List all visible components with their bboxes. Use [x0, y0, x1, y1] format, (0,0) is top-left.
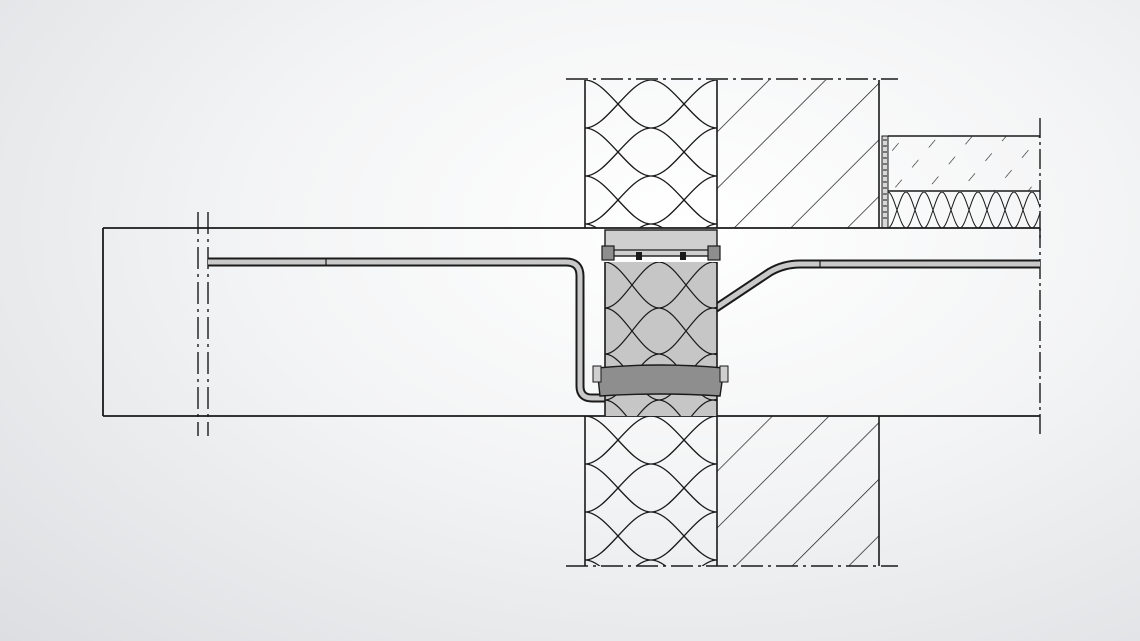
upper-insulation-layer	[584, 80, 718, 228]
left-break-marks	[197, 212, 209, 436]
upper-masonry-layer	[717, 80, 880, 228]
lower-masonry-layer	[717, 416, 880, 566]
lower-insulation-layer	[584, 416, 718, 566]
sheet-membrane	[208, 257, 1040, 403]
wall-sleeve	[592, 229, 729, 416]
floor-buildup	[881, 118, 1041, 240]
